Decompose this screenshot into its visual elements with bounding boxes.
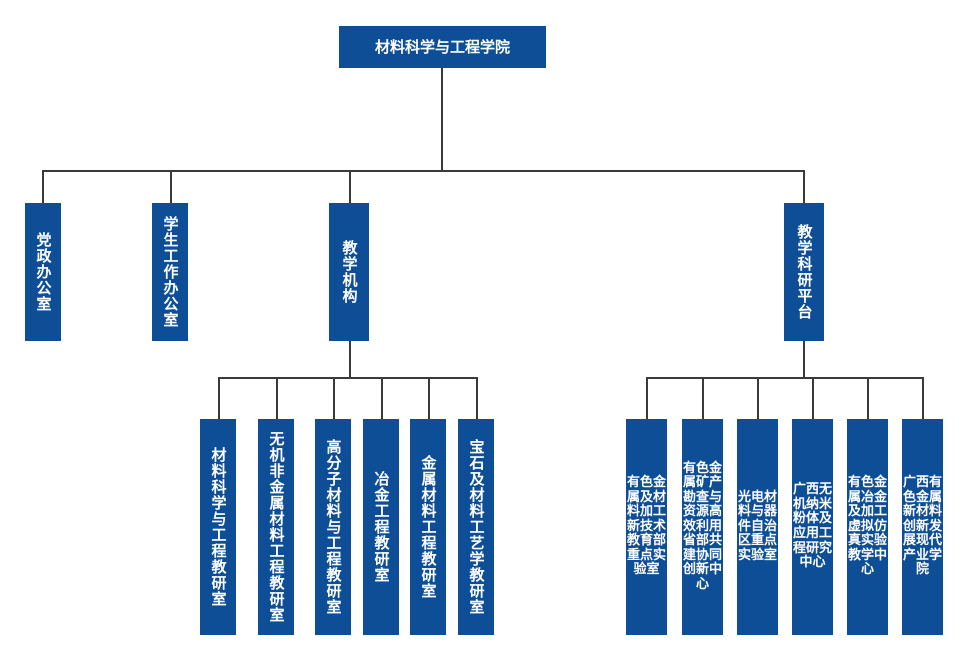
connector-drop-dept-inorganic-nonmetallic <box>276 377 278 419</box>
connector-drop-platform-mineral-exploration-center <box>702 377 704 419</box>
node-platform-modern-industry-college[interactable]: 广西有色金属新材料创新发展现代产业学院 <box>902 419 943 635</box>
connector-drop-party-admin-office <box>42 170 44 203</box>
connector-level2-bus <box>42 170 804 172</box>
node-platform-optoelectronic-lab[interactable]: 光电材料与器件自治区重点实验室 <box>737 419 778 635</box>
connector-drop-platform-nonferrous-processing-lab <box>646 377 648 419</box>
connector-drop-dept-gemology-materials-technology <box>476 377 478 419</box>
connector-teaching-organizations-bus <box>218 377 476 379</box>
node-teaching-research-platform[interactable]: 教学科研平台 <box>784 203 824 341</box>
connector-teaching-research-platform-stem <box>803 341 805 377</box>
node-platform-mineral-exploration-center[interactable]: 有色金属矿产勘查与资源高效利用省部共建协同创新中心 <box>682 419 723 635</box>
node-party-admin-office[interactable]: 党政办公室 <box>25 203 61 341</box>
node-student-affairs-office[interactable]: 学生工作办公室 <box>152 203 188 341</box>
node-platform-virtual-simulation-center[interactable]: 有色金属冶金及加工虚拟仿真实验教学中心 <box>847 419 888 635</box>
connector-drop-dept-metal-materials-engineering <box>428 377 430 419</box>
node-dept-metal-materials-engineering[interactable]: 金属材料工程教研室 <box>410 419 446 635</box>
node-dept-gemology-materials-technology[interactable]: 宝石及材料工艺学教研室 <box>458 419 494 635</box>
node-dept-materials-science-engineering[interactable]: 材料科学与工程教研室 <box>200 419 236 635</box>
connector-teaching-organizations-stem <box>349 341 351 377</box>
node-platform-nonferrous-processing-lab[interactable]: 有色金属及材料加工新技术教育部重点实验室 <box>626 419 667 635</box>
connector-drop-student-affairs-office <box>170 170 172 203</box>
connector-drop-platform-modern-industry-college <box>922 377 924 419</box>
node-teaching-organizations[interactable]: 教学机构 <box>329 203 369 341</box>
connector-drop-teaching-organizations <box>349 170 351 203</box>
node-dept-metallurgical-engineering[interactable]: 冶金工程教研室 <box>363 419 399 635</box>
node-dept-polymer-materials[interactable]: 高分子材料与工程教研室 <box>315 419 351 635</box>
connector-teaching-research-platform-bus <box>646 377 923 379</box>
root-node-college[interactable]: 材料科学与工程学院 <box>339 26 546 68</box>
connector-drop-dept-polymer-materials <box>333 377 335 419</box>
connector-drop-platform-optoelectronic-lab <box>757 377 759 419</box>
connector-drop-dept-materials-science-engineering <box>218 377 220 419</box>
connector-root-stem <box>441 68 443 171</box>
node-platform-nano-powder-center[interactable]: 广西无机纳米粉体及应用工程研究中心 <box>792 419 833 635</box>
connector-drop-platform-virtual-simulation-center <box>867 377 869 419</box>
connector-drop-dept-metallurgical-engineering <box>381 377 383 419</box>
connector-drop-platform-nano-powder-center <box>812 377 814 419</box>
connector-drop-teaching-research-platform <box>803 170 805 203</box>
node-dept-inorganic-nonmetallic[interactable]: 无机非金属材料工程教研室 <box>258 419 294 635</box>
